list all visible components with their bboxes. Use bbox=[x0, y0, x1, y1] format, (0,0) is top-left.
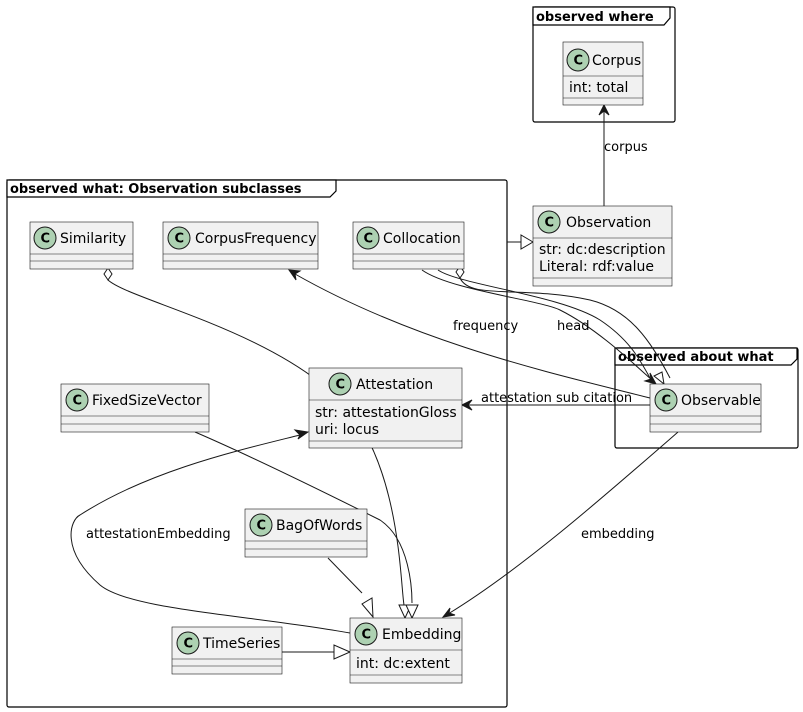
class-badge-c: C bbox=[175, 232, 185, 247]
class-badge-c: C bbox=[545, 216, 555, 231]
edge-embedding bbox=[447, 431, 679, 615]
generalization-arrow-bagofwords bbox=[361, 597, 374, 619]
aggregation-diamond-similarity bbox=[103, 267, 113, 281]
edge-frequency bbox=[294, 273, 651, 399]
arrowhead-attestation-embedding bbox=[293, 429, 310, 440]
edge-label-corpus: corpus bbox=[604, 140, 648, 155]
class-name-bagofwords: BagOfWords bbox=[276, 518, 362, 534]
class-badge-c: C bbox=[184, 637, 194, 652]
arrowhead-head bbox=[643, 372, 658, 385]
edge-head bbox=[421, 269, 653, 381]
generalization-arrow-timeseries bbox=[333, 644, 352, 660]
generalization-arrow-observable bbox=[653, 371, 665, 386]
package-title-about: observed about what bbox=[618, 350, 774, 365]
class-name-timeseries: TimeSeries bbox=[202, 636, 280, 652]
package-title-where: observed where bbox=[536, 10, 654, 25]
edge-collocation-aggregation-2 bbox=[437, 269, 651, 379]
edge-label-head: head bbox=[557, 319, 589, 334]
class-name-corpus: Corpus bbox=[592, 53, 641, 69]
class-badge-c: C bbox=[364, 232, 374, 247]
arrowhead-corpus bbox=[598, 103, 610, 116]
class-corpusfrequency: C CorpusFrequency bbox=[162, 221, 319, 270]
class-attr-attestation-gloss: str: attestationGloss bbox=[315, 405, 457, 421]
class-bagofwords: C BagOfWords bbox=[244, 508, 368, 558]
class-name-similarity: Similarity bbox=[60, 231, 126, 247]
class-attr-attestation-locus: uri: locus bbox=[315, 422, 379, 438]
class-name-attestation: Attestation bbox=[356, 377, 433, 393]
arrowhead-attestation bbox=[460, 399, 473, 411]
class-name-corpusfrequency: CorpusFrequency bbox=[195, 231, 316, 247]
package-title-what: observed what: Observation subclasses bbox=[10, 182, 302, 197]
edge-bagofwords-embedding bbox=[327, 557, 363, 594]
generalization-arrow-fixedsizevector bbox=[405, 604, 419, 620]
class-attr-observation-value: Literal: rdf:value bbox=[539, 259, 654, 275]
class-collocation: C Collocation bbox=[352, 221, 465, 270]
generalization-arrow-observation bbox=[520, 234, 534, 250]
class-badge-c: C bbox=[257, 519, 267, 534]
edge-label-embedding: embedding bbox=[581, 527, 655, 542]
class-embedding: C Embedding int: dc:extent bbox=[349, 617, 463, 684]
class-badge-c: C bbox=[73, 394, 83, 409]
class-name-observation: Observation bbox=[566, 215, 651, 231]
class-name-fixedsizevector: FixedSizeVector bbox=[92, 393, 202, 409]
class-badge-c: C bbox=[362, 628, 372, 643]
edge-label-frequency: frequency bbox=[453, 319, 519, 334]
class-attestation: C Attestation str: attestationGloss uri:… bbox=[308, 367, 463, 449]
edge-label-attestation-embedding: attestationEmbedding bbox=[86, 527, 231, 542]
class-badge-c: C bbox=[574, 54, 584, 69]
class-similarity: C Similarity bbox=[29, 221, 134, 270]
class-name-collocation: Collocation bbox=[383, 231, 461, 247]
class-observable: C Observable bbox=[649, 383, 762, 433]
class-timeseries: C TimeSeries bbox=[171, 626, 283, 675]
arrowhead-embedding bbox=[441, 607, 456, 618]
class-badge-c: C bbox=[336, 378, 346, 393]
class-corpus: C Corpus int: total bbox=[562, 41, 644, 106]
edge-collocation-aggregation-1 bbox=[459, 277, 671, 379]
edge-attestation-embedding bbox=[70, 434, 351, 634]
edge-label-attestation-sub-citation: attestation sub citation bbox=[481, 391, 632, 406]
class-badge-c: C bbox=[662, 394, 672, 409]
class-name-observable: Observable bbox=[681, 393, 761, 409]
class-name-embedding: Embedding bbox=[382, 627, 461, 643]
class-fixedsizevector: C FixedSizeVector bbox=[60, 383, 210, 433]
class-badge-c: C bbox=[41, 232, 51, 247]
class-attr-embedding-extent: int: dc:extent bbox=[356, 656, 450, 672]
edges: corpus frequency head attestation sub ci… bbox=[70, 103, 679, 660]
package-observed-what: observed what: Observation subclasses bbox=[6, 179, 508, 708]
arrowhead-frequency bbox=[287, 269, 302, 281]
class-attr-observation-description: str: dc:description bbox=[539, 242, 666, 258]
class-attr-corpus-total: int: total bbox=[569, 80, 628, 96]
class-observation: C Observation str: dc:description Litera… bbox=[532, 205, 673, 287]
